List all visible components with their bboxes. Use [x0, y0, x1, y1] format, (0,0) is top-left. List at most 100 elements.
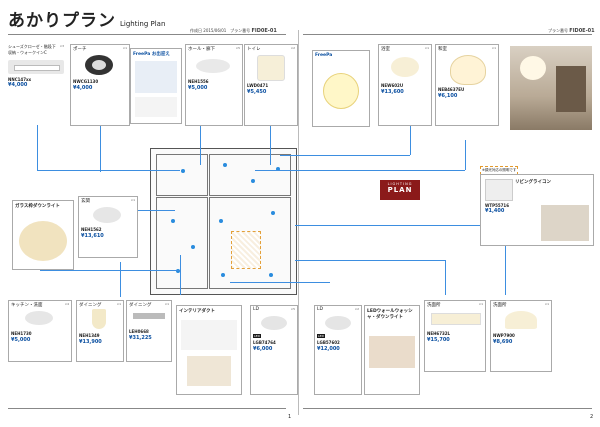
fixture-room-label: ホール・廊下 — [188, 47, 215, 52]
interior-duct-photo — [187, 356, 231, 386]
plan-fixture-dot — [221, 273, 225, 277]
leader-line — [120, 262, 121, 297]
leader-line — [280, 155, 410, 156]
header-left: 作成日 2015/06/01 プラン番号 FID0E-01 — [190, 28, 277, 34]
fixture-count: ×1 — [478, 302, 483, 306]
glass-downlight-callout: ガラス枠ダウンライト — [12, 200, 74, 270]
leader-line — [255, 170, 465, 171]
dimmer-switch-image — [485, 179, 513, 201]
leader-line — [295, 260, 445, 261]
plan-room — [209, 154, 291, 196]
leader-line — [295, 225, 505, 226]
fixture-code: LGB57602 — [317, 340, 340, 345]
top-rule-left — [8, 34, 286, 35]
fixture-count: ×3 — [59, 44, 64, 48]
fixture-count: ×1 — [116, 302, 121, 306]
fixture-image — [450, 55, 486, 85]
fixture-room-label: シューズクローゼ・階段下収納・ウォークインC — [8, 44, 56, 55]
plan-fixture-dot — [269, 273, 273, 277]
header-right: プラン番号 FID0E-01 — [548, 28, 595, 34]
plan-fixture-dot — [223, 163, 227, 167]
led-wall-washer-title: LEDウォールウォッシャ・ダウンライト — [367, 309, 413, 320]
fixture-price: ¥13,900 — [79, 339, 102, 345]
plan-room — [156, 197, 208, 289]
fixture-count: ×1 — [164, 302, 169, 306]
plan-room — [209, 197, 291, 289]
fixture-image — [257, 55, 285, 81]
freepa-callout-2: FreePa — [312, 50, 370, 127]
bottom-rule-left — [8, 408, 286, 409]
leader-line — [505, 225, 506, 295]
fixture-code: NEH1556 — [188, 79, 209, 84]
page-subtitle: Lighting Plan — [120, 20, 166, 28]
leader-line — [180, 255, 181, 295]
fixture-code: NEW602U — [381, 83, 404, 88]
leader-line — [100, 120, 101, 172]
fixture-image — [8, 60, 64, 74]
page-number-1: 1 — [288, 414, 292, 420]
fixture-room-label: 洗面所 — [493, 303, 507, 308]
fixture-count: ×4 — [64, 302, 69, 306]
fixture-room-label: 浴室 — [381, 47, 390, 52]
leader-line — [410, 125, 411, 155]
fixture-f6: 和室 ×1 NEB4637EU ¥6,100 — [435, 44, 499, 126]
freepa-sensor-illustration — [323, 73, 359, 109]
fixture-f15: リビングライコン WTP55716 ¥1,400 — [480, 174, 594, 246]
fixture-room-label: LD — [253, 307, 259, 312]
fixture-f3: ホール・廊下 ×5 NEH1556 ¥5,000 — [185, 44, 243, 126]
fixture-f8: キッチン・洗面 ×4 NEH1730 ¥5,000 — [8, 300, 72, 362]
fixture-room-label: 玄関 — [81, 199, 90, 204]
fixture-count: ×5 — [235, 46, 240, 50]
leader-line — [37, 125, 38, 170]
lighting-plan-badge: LIGHTING PLAN — [380, 180, 420, 200]
fixture-code: NEH1562 — [81, 227, 102, 232]
fixture-price: ¥5,000 — [188, 85, 208, 91]
fixture-room-label: 和室 — [438, 47, 447, 52]
glass-downlight-image — [19, 221, 67, 261]
fixture-price: ¥6,000 — [253, 346, 273, 352]
leader-line — [445, 260, 446, 295]
freepa-callout-1: FreePa お出迎え — [130, 48, 182, 124]
plan-fixture-dot — [219, 219, 223, 223]
fixture-room-label: ダイニング — [79, 303, 102, 308]
fixture-f12: LD ×2 LED LGB57602 ¥12,000 — [314, 305, 362, 395]
plan-fixture-dot — [171, 219, 175, 223]
leader-line — [200, 125, 201, 165]
freepa-title: FreePa — [315, 53, 333, 58]
fixture-price: ¥15,700 — [427, 337, 450, 343]
plan-fixture-dot — [176, 269, 180, 273]
fixture-count: ×1 — [130, 198, 135, 202]
fixture-f11: LD ×5 LED LGB74764 ¥6,000 — [250, 305, 298, 395]
fixture-code: LWD0471 — [247, 83, 269, 88]
fixture-room-label: キッチン・洗面 — [11, 303, 43, 308]
plan-room — [156, 154, 208, 196]
fixture-code: NNC147xx — [8, 77, 32, 82]
leader-line — [120, 210, 175, 211]
fixture-f7: 玄関 ×1 NEH1562 ¥13,610 — [78, 196, 138, 258]
fixture-f10: ダイニング ×1 LEH0668 ¥31,225 — [126, 300, 172, 362]
fixture-code: LEH0668 — [129, 329, 149, 334]
fixture-room-label: ダイニング — [129, 303, 152, 308]
fixture-code: NWCG1130 — [73, 79, 99, 84]
fixture-image — [431, 313, 481, 325]
leader-line — [40, 270, 180, 271]
led-tag: LED — [317, 334, 325, 338]
plan-fixture-dot — [191, 245, 195, 249]
fixture-image — [261, 316, 287, 330]
fixture-room-label: トイレ — [247, 47, 261, 52]
fixture-price: ¥13,610 — [81, 233, 104, 239]
fixture-image — [325, 316, 351, 330]
led-wall-washer-photo — [369, 336, 415, 368]
leader-line — [465, 140, 466, 170]
fixture-code: NWP7900 — [493, 333, 515, 338]
fixture-image — [93, 207, 121, 223]
plan-duct-area — [231, 231, 261, 269]
fixture-f4: トイレ ×2 LWD0471 ¥5,450 — [244, 44, 298, 126]
plan-fixture-dot — [276, 167, 280, 171]
top-rule-right — [303, 34, 592, 35]
fixture-count: ×5 — [290, 307, 295, 311]
fixture-f5: 浴室 ×1 NEW602U ¥13,600 — [378, 44, 432, 126]
fixture-price: ¥13,600 — [381, 89, 404, 95]
page-gutter — [298, 30, 299, 415]
fixture-image — [391, 57, 419, 77]
